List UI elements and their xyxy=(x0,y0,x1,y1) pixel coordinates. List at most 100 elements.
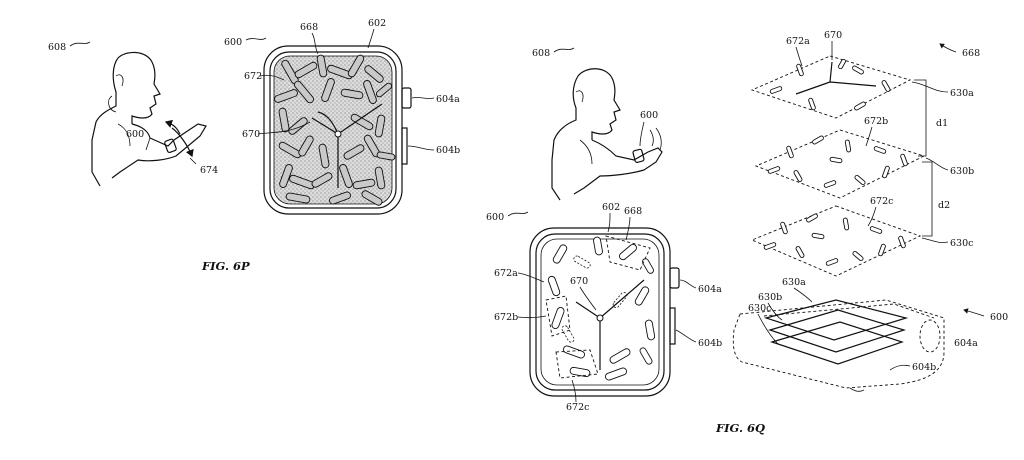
floating-element xyxy=(852,250,864,262)
label-668-layers: 668 xyxy=(962,48,980,59)
label-668-6q: 668 xyxy=(624,206,642,217)
leader-672b-layer xyxy=(865,126,873,147)
floating-element xyxy=(796,63,804,77)
floating-element xyxy=(288,117,308,135)
floating-element xyxy=(854,174,866,186)
label-630c-layer: 630c xyxy=(950,238,973,249)
floating-element xyxy=(900,153,908,167)
floating-element xyxy=(361,190,383,206)
floating-element xyxy=(329,191,351,205)
label-630a-device: 630a xyxy=(782,277,806,288)
label-672c-layer: 672c xyxy=(870,196,893,207)
floating-element xyxy=(767,166,781,174)
floating-element xyxy=(793,170,803,182)
leader-672-6p xyxy=(259,74,285,81)
floating-element xyxy=(769,86,783,94)
bracket-d2 xyxy=(922,161,933,237)
floating-element xyxy=(854,101,866,111)
leader-670-6p xyxy=(257,121,311,135)
leader-670-6q xyxy=(579,286,597,311)
floating-elements-6p xyxy=(274,54,396,206)
label-672b-layer: 672b xyxy=(864,116,888,127)
floating-element xyxy=(278,107,290,133)
leader-672a-6q xyxy=(517,272,545,283)
label-630b-layer: 630b xyxy=(950,166,974,177)
floating-element xyxy=(339,164,353,188)
floating-element xyxy=(878,243,886,257)
arrow-600-device xyxy=(963,308,985,317)
label-630a-layer: 630a xyxy=(950,88,974,99)
leader-602-6p xyxy=(367,28,375,49)
floating-element xyxy=(321,78,335,102)
label-600-watch-6p: 600 xyxy=(224,37,242,48)
caption-fig-6q: FIG. 6Q xyxy=(715,421,765,435)
label-668-6p: 668 xyxy=(300,22,318,33)
leader-604b-device xyxy=(889,364,911,371)
leader-672b-6q xyxy=(517,315,547,319)
floating-element xyxy=(285,192,311,204)
leader-600-watch-6q xyxy=(507,211,529,217)
floating-element xyxy=(869,226,883,234)
label-630c-device: 630c xyxy=(748,303,771,314)
leader-630c-device xyxy=(757,313,779,345)
layer-630c xyxy=(750,205,922,277)
floating-element xyxy=(569,366,591,378)
floating-element xyxy=(825,258,839,266)
bracket-d1 xyxy=(914,79,927,157)
floating-element xyxy=(844,139,852,153)
floating-element xyxy=(293,80,315,104)
leader-672a-layer xyxy=(795,46,803,67)
floating-element xyxy=(547,275,561,297)
floating-element xyxy=(561,325,575,343)
floating-element xyxy=(374,114,386,138)
label-d1: d1 xyxy=(936,118,948,129)
leader-604a-6p xyxy=(411,97,435,99)
leader-608-6p xyxy=(69,41,91,47)
label-604b-6p: 604b xyxy=(436,145,460,156)
user-illustration-6p xyxy=(91,51,207,187)
floating-element xyxy=(316,54,328,78)
leader-604b-6p xyxy=(407,145,435,151)
leader-668-6q xyxy=(625,216,631,241)
figure-6q: 608 600 600 602 668 672a 672b 670 6 xyxy=(486,30,1008,435)
floating-element xyxy=(376,151,396,161)
label-672a-6q: 672a xyxy=(494,268,518,279)
user-illustration-6q xyxy=(551,68,663,201)
floating-element xyxy=(806,213,818,223)
floating-element xyxy=(294,61,318,79)
floating-element xyxy=(842,217,850,231)
label-604b-6q: 604b xyxy=(698,338,722,349)
floating-element xyxy=(350,113,374,131)
floating-element xyxy=(634,286,650,306)
floating-element xyxy=(375,82,393,98)
floating-element xyxy=(808,97,816,111)
floating-element xyxy=(363,80,377,104)
leader-630c-layer xyxy=(921,237,949,243)
floating-element xyxy=(593,236,603,256)
label-670-layer: 670 xyxy=(824,30,842,41)
floating-element xyxy=(609,348,631,364)
label-672-6p: 672 xyxy=(244,71,262,82)
floating-element xyxy=(274,89,298,103)
floating-element xyxy=(352,178,376,190)
layer-630a xyxy=(750,55,912,119)
floating-element xyxy=(786,145,794,159)
label-672b-6q: 672b xyxy=(494,312,518,323)
floating-element xyxy=(838,58,846,70)
floating-element xyxy=(873,146,887,154)
leader-600-wrist-6q xyxy=(639,121,645,147)
floating-element xyxy=(605,367,627,381)
label-600-watch-6q: 600 xyxy=(486,212,504,223)
rotation-arrow-2 xyxy=(164,119,181,135)
label-608-6p: 608 xyxy=(48,42,66,53)
floating-element xyxy=(823,180,837,188)
floating-element xyxy=(763,242,777,250)
layer-630b xyxy=(754,129,926,199)
floating-element xyxy=(852,65,864,75)
label-672a-layer: 672a xyxy=(786,36,810,47)
figure-6p: 608 600 674 600 668 602 672 670 604a 604… xyxy=(48,18,460,273)
floating-element xyxy=(829,156,843,164)
floating-element xyxy=(780,221,788,235)
leader-604b-6q xyxy=(675,329,697,343)
floating-element xyxy=(639,347,653,365)
